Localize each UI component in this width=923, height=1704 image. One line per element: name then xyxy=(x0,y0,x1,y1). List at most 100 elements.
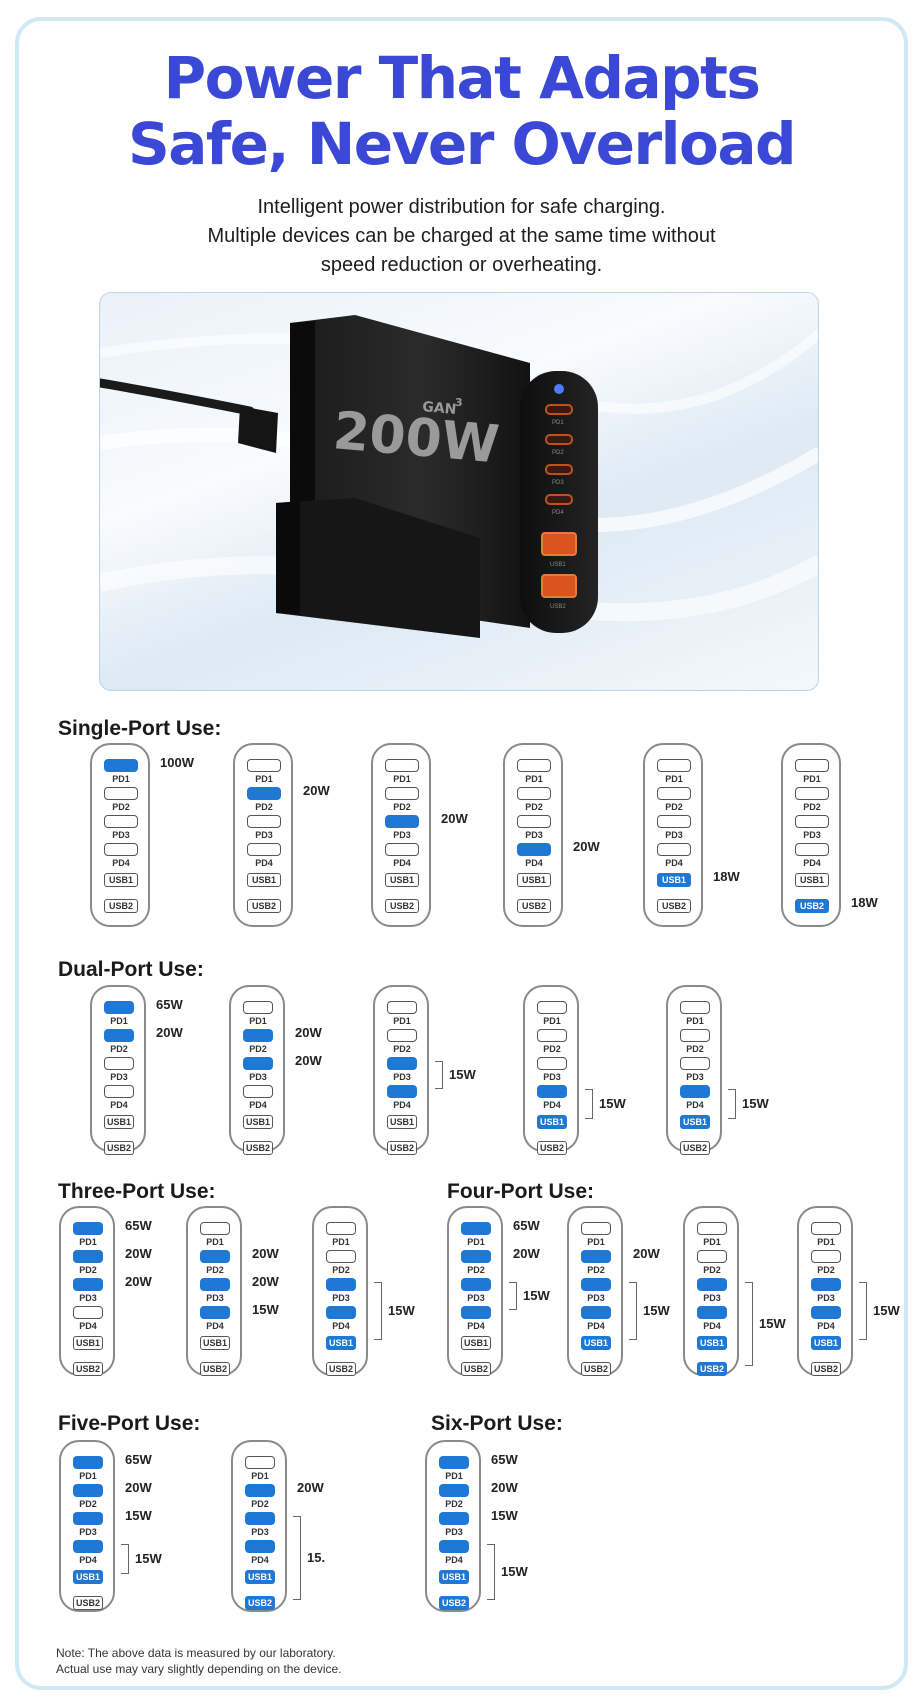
port-slot-pd2 xyxy=(385,787,419,800)
port-label-pd4: PD4 xyxy=(543,1100,561,1110)
port-label-pd3: PD3 xyxy=(79,1527,97,1537)
port-box-usb1: USB1 xyxy=(680,1115,710,1129)
port-label-pd1: PD1 xyxy=(393,1016,411,1026)
watt-label: 18W xyxy=(713,869,740,884)
port-label-pd1: PD1 xyxy=(110,1016,128,1026)
section-title-five: Five-Port Use: xyxy=(58,1412,201,1435)
port-label-pd2: PD2 xyxy=(587,1265,605,1275)
port-label-pd1: PD1 xyxy=(686,1016,704,1026)
port-slot-pd1 xyxy=(680,1001,710,1014)
port-box-usb2: USB2 xyxy=(461,1362,491,1376)
port-box-usb2: USB2 xyxy=(811,1362,841,1376)
section-title-dual: Dual-Port Use: xyxy=(58,958,204,981)
port-slot-pd2 xyxy=(439,1484,469,1497)
subtitle-line-3: speed reduction or overheating. xyxy=(320,254,603,276)
headline-line-1: Power That Adapts xyxy=(163,44,761,112)
watt-label: 20W xyxy=(441,811,468,826)
port-slot-pd2 xyxy=(200,1250,230,1263)
port-label-pd1: PD1 xyxy=(332,1237,350,1247)
port-label-pd4: PD4 xyxy=(803,858,821,868)
watt-label: 65W xyxy=(125,1218,152,1233)
watt-label: 20W xyxy=(125,1274,152,1289)
port-label-pd3: PD3 xyxy=(249,1072,267,1082)
port-box-usb2: USB2 xyxy=(245,1596,275,1610)
bracket-line xyxy=(293,1516,301,1600)
port-label-pd1: PD1 xyxy=(665,774,683,784)
port-box-usb1: USB1 xyxy=(795,873,829,887)
port-label-pd3: PD3 xyxy=(393,1072,411,1082)
port-slot-pd1 xyxy=(247,759,281,772)
port-slot-pd1 xyxy=(104,759,138,772)
watt-label: 100W xyxy=(160,755,194,770)
watt-label: 15W xyxy=(523,1288,550,1303)
port-slot-pd3 xyxy=(247,815,281,828)
port-box-usb2: USB2 xyxy=(200,1362,230,1376)
port-slot-pd2 xyxy=(245,1484,275,1497)
port-box-usb1: USB1 xyxy=(73,1570,103,1584)
port-slot-pd1 xyxy=(811,1222,841,1235)
port-label-pd2: PD2 xyxy=(112,802,130,812)
watt-label: 15W xyxy=(599,1096,626,1111)
gan-print: GAN xyxy=(422,399,457,418)
port-slot-pd3 xyxy=(439,1512,469,1525)
port-slot-pd2 xyxy=(104,1029,134,1042)
watt-label: 15W xyxy=(491,1508,518,1523)
port-box-usb2: USB2 xyxy=(104,899,138,913)
port-box-usb1: USB1 xyxy=(387,1115,417,1129)
port-label-pd3: PD3 xyxy=(251,1527,269,1537)
port-slot-pd3 xyxy=(385,815,419,828)
port-label-pd4: PD4 xyxy=(817,1321,835,1331)
watt-label: 15W xyxy=(125,1508,152,1523)
watt-label: 20W xyxy=(633,1246,660,1261)
port-slot-pd3 xyxy=(811,1278,841,1291)
port-slot-pd3 xyxy=(581,1278,611,1291)
port-label-pd1: PD1 xyxy=(249,1016,267,1026)
port-box-usb2: USB2 xyxy=(657,899,691,913)
gan-superscript: 3 xyxy=(455,396,463,409)
port-label-pd3: PD3 xyxy=(332,1293,350,1303)
port-slot-pd3 xyxy=(795,815,829,828)
port-slot-pd2 xyxy=(795,787,829,800)
port-pd3 xyxy=(545,464,573,475)
port-label-pd4: PD4 xyxy=(206,1321,224,1331)
port-label-pd4: PD4 xyxy=(665,858,683,868)
watt-label: 20W xyxy=(252,1246,279,1261)
port-slot-pd4 xyxy=(581,1306,611,1319)
port-slot-pd1 xyxy=(537,1001,567,1014)
port-label-pd1: PD1 xyxy=(543,1016,561,1026)
port-box-usb1: USB1 xyxy=(697,1336,727,1350)
port-label-usb1: USB1 xyxy=(550,562,566,568)
port-label-pd2: PD2 xyxy=(703,1265,721,1275)
port-pd2 xyxy=(545,434,573,445)
watt-label: 15W xyxy=(501,1564,528,1579)
port-label-pd4: PD4 xyxy=(525,858,543,868)
port-label-pd3: PD3 xyxy=(393,830,411,840)
port-box-usb1: USB1 xyxy=(245,1570,275,1584)
bracket-line xyxy=(728,1089,736,1119)
port-label-pd1: PD1 xyxy=(112,774,130,784)
port-label-pd1: PD1 xyxy=(587,1237,605,1247)
headline: Power That Adapts Safe, Never Overload xyxy=(0,45,923,177)
section-title-six: Six-Port Use: xyxy=(431,1412,563,1435)
port-label-pd4: PD4 xyxy=(587,1321,605,1331)
port-label-pd1: PD1 xyxy=(803,774,821,784)
port-slot-pd3 xyxy=(200,1278,230,1291)
port-slot-pd1 xyxy=(387,1001,417,1014)
bracket-line xyxy=(859,1282,867,1340)
watt-label: 65W xyxy=(125,1452,152,1467)
port-label-pd2: PD2 xyxy=(817,1265,835,1275)
port-label-pd3: PD3 xyxy=(206,1293,224,1303)
watt-label: 20W xyxy=(303,783,330,798)
port-slot-pd3 xyxy=(461,1278,491,1291)
port-slot-pd4 xyxy=(247,843,281,856)
port-slot-pd1 xyxy=(104,1001,134,1014)
port-label-pd3: PD3 xyxy=(79,1293,97,1303)
port-box-usb2: USB2 xyxy=(385,899,419,913)
port-label-pd4: PD4 xyxy=(393,1100,411,1110)
footnote: Note: The above data is measured by our … xyxy=(56,1645,342,1677)
headline-line-2: Safe, Never Overload xyxy=(128,110,796,178)
port-box-usb1: USB1 xyxy=(439,1570,469,1584)
